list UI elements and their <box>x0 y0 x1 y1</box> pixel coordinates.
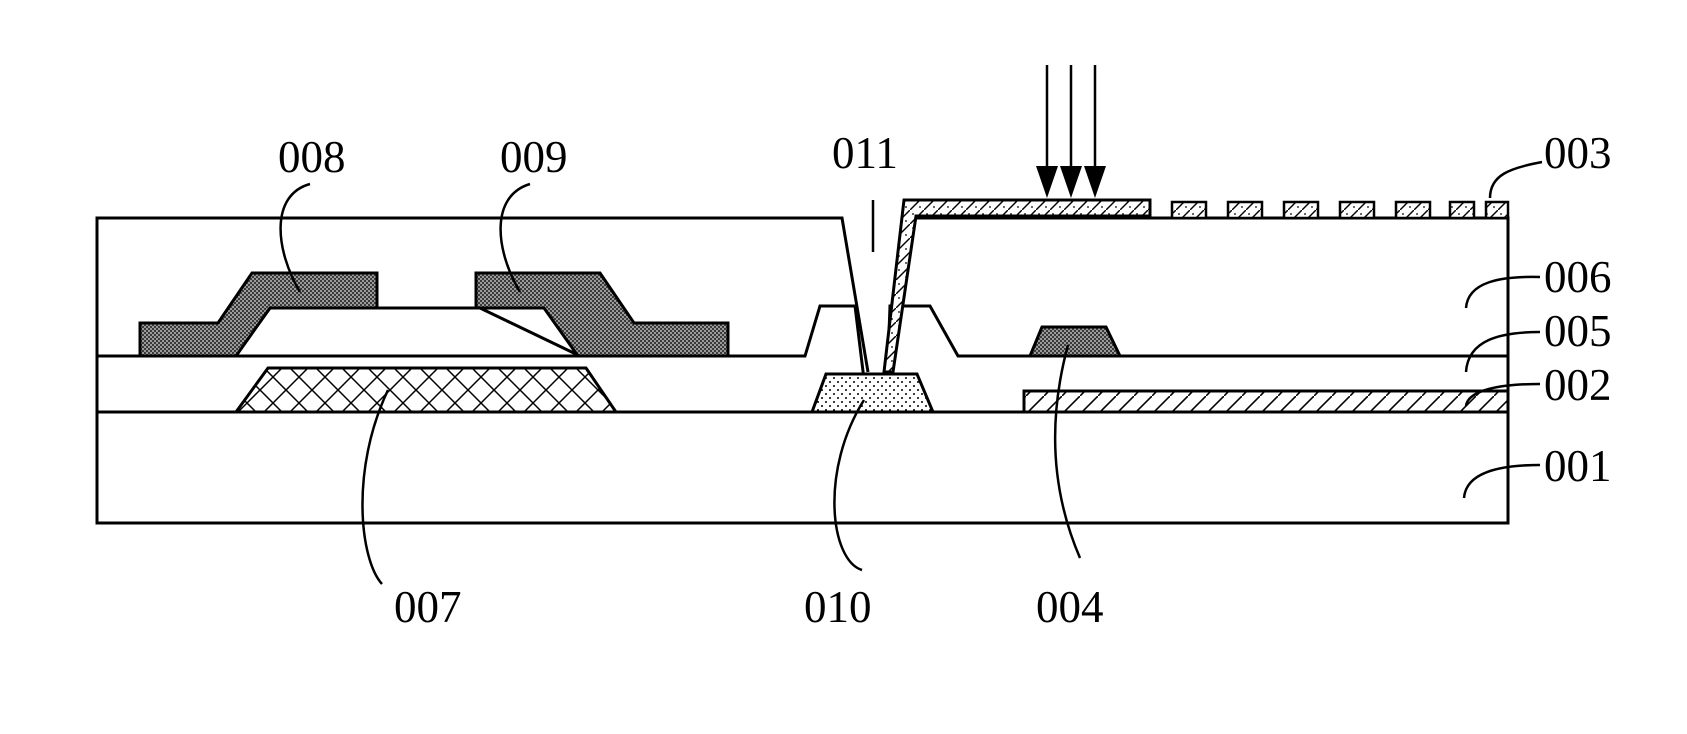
gate-electrode-007 <box>236 368 616 412</box>
arrow-head-icon <box>1084 166 1106 198</box>
leader-line-010 <box>834 400 864 570</box>
source-electrode-008 <box>140 273 377 356</box>
substrate-001 <box>97 412 1508 523</box>
label-004: 004 <box>1036 582 1104 632</box>
label-002: 002 <box>1544 360 1612 410</box>
electrode-strip <box>1396 202 1430 218</box>
label-007: 007 <box>394 582 462 632</box>
electrode-strip <box>1172 202 1206 218</box>
label-008: 008 <box>278 132 346 182</box>
electrode-layer-002 <box>1024 391 1508 412</box>
label-011: 011 <box>832 128 898 178</box>
label-006: 006 <box>1544 252 1612 302</box>
active-layer-line <box>235 308 580 356</box>
label-009: 009 <box>500 132 568 182</box>
electrode-strip <box>1340 202 1374 218</box>
incident-light-arrows <box>1036 65 1106 198</box>
contact-pad-010 <box>812 374 933 412</box>
leader-line-004 <box>1055 345 1080 558</box>
electrode-strip <box>1284 202 1318 218</box>
electrode-strip <box>1450 202 1474 218</box>
label-003: 003 <box>1544 128 1612 178</box>
leader-line-003 <box>1490 162 1542 198</box>
pixel-electrode-003-strips <box>1172 202 1508 218</box>
arrow-head-icon <box>1060 166 1082 198</box>
electrode-strip <box>1228 202 1262 218</box>
drain-electrode-009 <box>476 273 728 356</box>
leader-line-001 <box>1464 465 1540 498</box>
label-005: 005 <box>1544 306 1612 356</box>
label-010: 010 <box>804 582 872 632</box>
leader-line-005 <box>1466 332 1540 372</box>
leader-line-007 <box>362 390 388 584</box>
common-electrode-004 <box>1030 327 1120 356</box>
label-001: 001 <box>1544 441 1612 491</box>
leader-line-006 <box>1466 277 1540 308</box>
arrow-head-icon <box>1036 166 1058 198</box>
electrode-strip <box>1486 202 1508 218</box>
passivation-layer-006-right <box>906 218 1508 356</box>
